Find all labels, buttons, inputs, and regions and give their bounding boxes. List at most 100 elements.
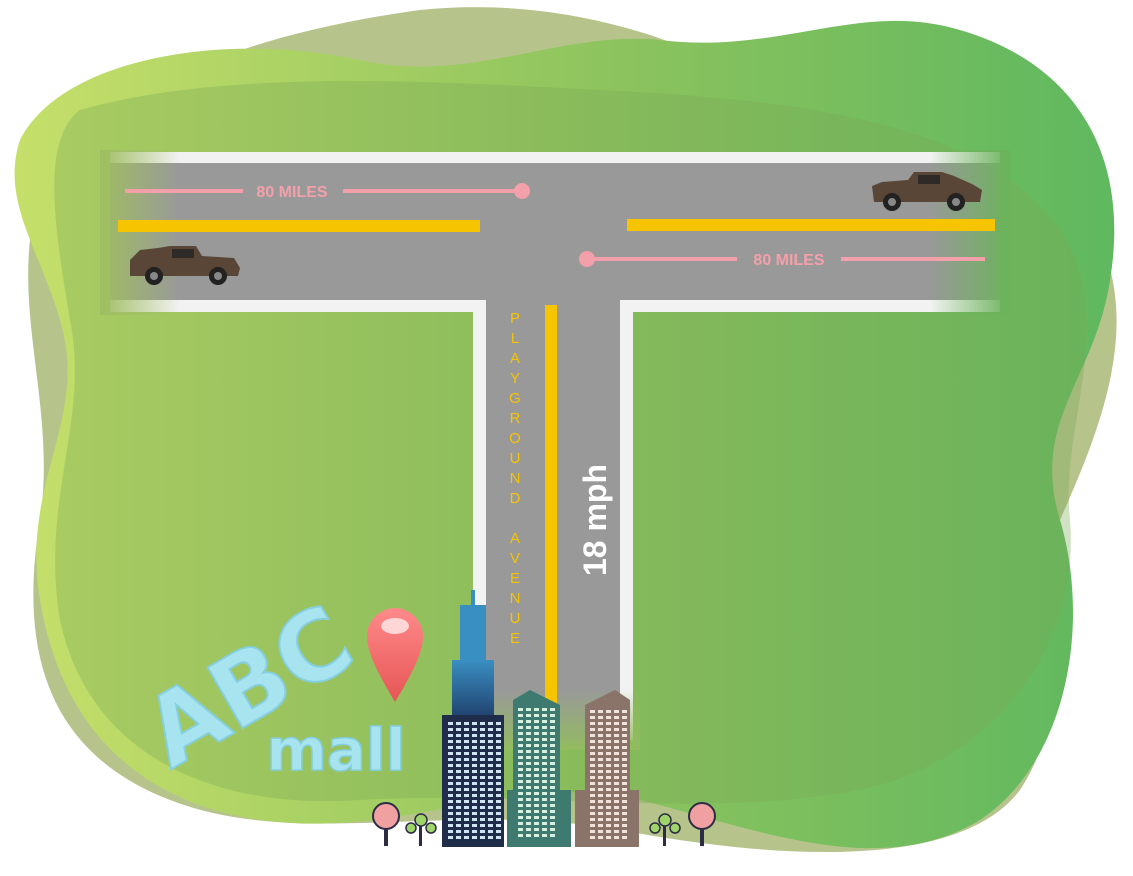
building-window (496, 734, 501, 737)
tree-crown (688, 802, 716, 830)
tree-icon (649, 813, 681, 846)
building-window (480, 764, 485, 767)
building-window (488, 770, 493, 773)
building-window (488, 794, 493, 797)
distance-label-bottom: 80 MILES (753, 252, 824, 269)
building-window (598, 824, 603, 827)
building-window (480, 812, 485, 815)
building-window (614, 782, 619, 785)
building-window (464, 734, 469, 737)
building-window (550, 756, 555, 759)
building-window (614, 812, 619, 815)
building-window (550, 714, 555, 717)
building-window (456, 824, 461, 827)
building-window (534, 804, 539, 807)
building-window (534, 720, 539, 723)
building-window (526, 810, 531, 813)
building-window (488, 818, 493, 821)
tree-trunk (419, 826, 422, 846)
building-window (518, 804, 523, 807)
building-window (606, 746, 611, 749)
building-window (518, 738, 523, 741)
building-window (622, 788, 627, 791)
car-right-hub-a (888, 198, 896, 206)
building-window (472, 746, 477, 749)
building-window (598, 734, 603, 737)
building-window (534, 756, 539, 759)
tower-blue-windows (448, 722, 501, 839)
building-window (496, 764, 501, 767)
building-window (606, 818, 611, 821)
building-window (542, 834, 547, 837)
building-window (606, 776, 611, 779)
center-line-left (118, 220, 480, 232)
building-window (526, 798, 531, 801)
building-window (622, 770, 627, 773)
building-window (590, 824, 595, 827)
building-window (472, 734, 477, 737)
building-window (622, 806, 627, 809)
building-window (496, 818, 501, 821)
building-window (464, 740, 469, 743)
building-window (480, 830, 485, 833)
building-window (590, 728, 595, 731)
tree-crown (405, 822, 417, 834)
building-window (526, 834, 531, 837)
building-window (590, 722, 595, 725)
building-window (614, 764, 619, 767)
building-window (534, 816, 539, 819)
road-fade-left (100, 150, 180, 315)
building-window (488, 824, 493, 827)
building-window (472, 782, 477, 785)
building-window (590, 770, 595, 773)
building-window (526, 792, 531, 795)
building-window (622, 824, 627, 827)
building-window (534, 714, 539, 717)
building-window (614, 830, 619, 833)
tree-crown (669, 822, 681, 834)
building-window (456, 794, 461, 797)
building-window (526, 732, 531, 735)
building-window (622, 794, 627, 797)
building-window (598, 782, 603, 785)
distance-label-top: 80 MILES (256, 184, 327, 201)
building-window (534, 708, 539, 711)
building-window (550, 750, 555, 753)
building-window (542, 762, 547, 765)
building-window (590, 746, 595, 749)
building-window (456, 782, 461, 785)
building-window (590, 806, 595, 809)
building-window (472, 764, 477, 767)
tree-icon (372, 802, 400, 846)
building-window (472, 824, 477, 827)
building-window (456, 722, 461, 725)
building-window (542, 810, 547, 813)
building-window (606, 806, 611, 809)
building-window (598, 800, 603, 803)
building-window (534, 834, 539, 837)
building-window (472, 836, 477, 839)
distance-dot-right (579, 251, 595, 267)
building-window (496, 770, 501, 773)
tree-crown (649, 822, 661, 834)
building-window (590, 830, 595, 833)
building-window (464, 812, 469, 815)
building-window (598, 812, 603, 815)
building-window (542, 720, 547, 723)
building-window (598, 770, 603, 773)
building-window (480, 782, 485, 785)
building-window (598, 746, 603, 749)
building-window (614, 746, 619, 749)
building-window (526, 744, 531, 747)
building-window (464, 794, 469, 797)
center-line-vertical (545, 305, 557, 705)
building-window (496, 740, 501, 743)
building-window (534, 798, 539, 801)
building-window (448, 806, 453, 809)
tower-green (507, 690, 571, 847)
building-window (542, 822, 547, 825)
building-window (480, 806, 485, 809)
tree-crown (414, 813, 428, 827)
building-window (622, 722, 627, 725)
building-window (622, 764, 627, 767)
